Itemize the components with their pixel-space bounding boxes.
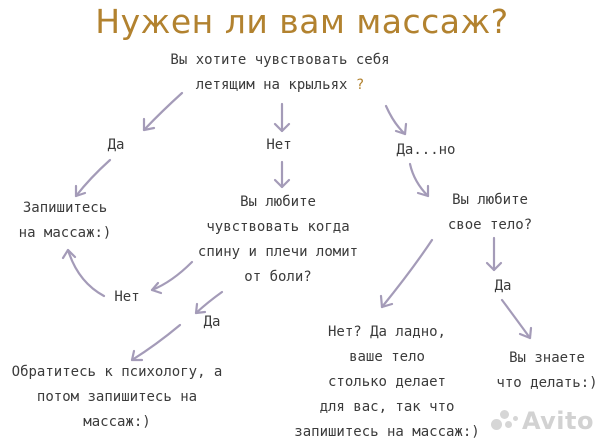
question-fly-line1: Вы хотите чувствовать себя bbox=[170, 52, 390, 68]
body-box: Нет? Да ладно, ваше тело столько делает … bbox=[288, 320, 486, 445]
avito-logo-icon bbox=[490, 410, 519, 432]
question-fly-line2-text: летящим на крыльях bbox=[195, 77, 348, 93]
arrow-no2-to-signup bbox=[66, 248, 106, 298]
psychologist-line3: массаж:) bbox=[83, 414, 151, 430]
question-love-body: Вы любите свое тело? bbox=[420, 188, 560, 238]
arrow-yesbut-to-q3 bbox=[408, 162, 430, 198]
question-pain-line2: чувствовать когда bbox=[206, 219, 350, 235]
answer-yes-2: Да bbox=[203, 314, 221, 330]
answer-no-1: Нет bbox=[266, 137, 292, 153]
know-line2: что делать:) bbox=[496, 375, 598, 391]
arrow-yes-to-signup-head bbox=[74, 184, 87, 198]
arrow-yes-to-signup bbox=[74, 158, 112, 198]
question-love-body-line1: Вы любите bbox=[452, 192, 528, 208]
signup-box: Запишитесь на массаж:) bbox=[0, 196, 130, 246]
arrow-yes2-to-psych bbox=[130, 323, 182, 362]
arrow-q2-to-no2-head bbox=[150, 281, 163, 295]
answer-no-2: Нет bbox=[114, 289, 140, 305]
arrow-q2-to-no2 bbox=[150, 260, 194, 292]
question-fly: Вы хотите чувствовать себя летящим на кр… bbox=[140, 48, 420, 98]
arrow-yes3-to-know bbox=[500, 298, 532, 340]
signup-line2: на массаж:) bbox=[18, 225, 112, 241]
arrow-no2-to-signup-head bbox=[61, 248, 77, 260]
question-pain-line3: спину и плечи ломит bbox=[197, 244, 359, 260]
arrow-q1-to-yes bbox=[142, 91, 184, 132]
arrow-no-to-q2-head bbox=[273, 178, 291, 189]
know-box: Вы знаете что делать:) bbox=[490, 346, 604, 396]
arrow-q1-to-yes-head bbox=[142, 117, 156, 132]
question-pain-line4: от боли? bbox=[244, 269, 312, 285]
body-line1: Нет? Да ладно, bbox=[327, 324, 446, 340]
body-line5: запишитесь на массаж:) bbox=[294, 424, 480, 440]
arrow-yesbut-to-q3-head bbox=[416, 184, 430, 198]
question-pain-line1: Вы любите bbox=[240, 194, 316, 210]
answer-yes-3: Да bbox=[494, 278, 512, 294]
arrow-q3-to-body bbox=[380, 238, 434, 309]
avito-watermark: Avito bbox=[490, 407, 594, 435]
question-love-body-line2: свое тело? bbox=[447, 217, 533, 233]
psychologist-line1: Обратитесь к психологу, а bbox=[11, 364, 223, 380]
arrow-q1-to-no-head bbox=[273, 122, 291, 133]
arrow-q3-to-yes3-head bbox=[485, 261, 503, 272]
arrow-yes3-to-know-head bbox=[518, 326, 533, 340]
answer-yes-1: Да bbox=[107, 137, 125, 153]
page-title: Нужен ли вам массаж? bbox=[95, 2, 509, 41]
arrow-q3-to-body-head bbox=[379, 294, 394, 309]
arrow-yes2-to-psych-head bbox=[130, 349, 144, 362]
watermark-text: Avito bbox=[521, 407, 594, 435]
know-line1: Вы знаете bbox=[509, 350, 585, 366]
arrow-q2-to-yes2 bbox=[194, 290, 224, 315]
arrow-q1-to-yesbut-head bbox=[394, 122, 408, 136]
signup-line1: Запишитесь bbox=[22, 200, 108, 216]
body-line2: ваше тело bbox=[349, 349, 425, 365]
psychologist-line2: потом запишитесь на bbox=[36, 389, 198, 405]
body-line4: для вас, так что bbox=[319, 399, 455, 415]
body-line3: столько делает bbox=[327, 374, 446, 390]
arrow-q2-to-yes2-head bbox=[194, 302, 207, 315]
question-pain: Вы любите чувствовать когда спину и плеч… bbox=[178, 190, 378, 290]
question-mark: ? bbox=[355, 77, 365, 93]
question-fly-line2: летящим на крыльях ? bbox=[140, 73, 420, 98]
answer-yes-but: Да...но bbox=[396, 142, 456, 158]
psychologist-box: Обратитесь к психологу, а потом запишите… bbox=[0, 360, 234, 435]
arrow-q1-to-yesbut bbox=[384, 104, 407, 136]
